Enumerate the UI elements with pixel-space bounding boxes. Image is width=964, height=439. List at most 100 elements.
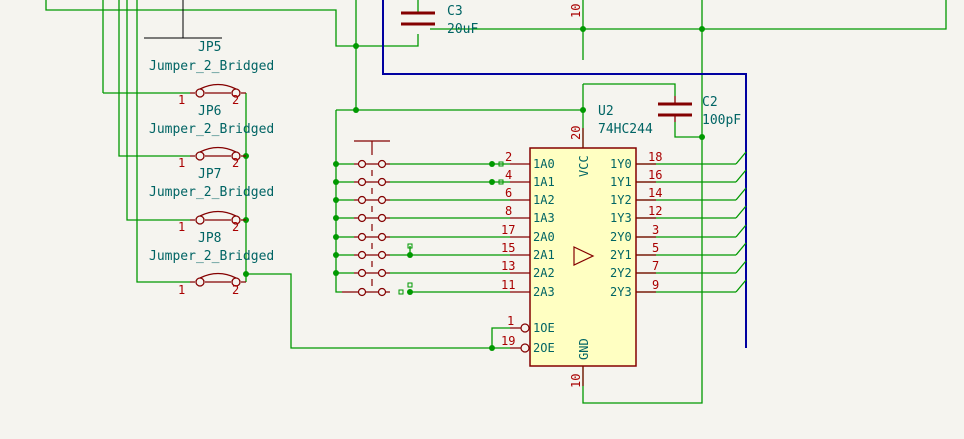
header-pin [377, 250, 387, 260]
header-pin [357, 287, 367, 297]
pin-name: 2Y1 [610, 248, 632, 262]
pin-number: 1 [507, 314, 514, 328]
junction-dot [580, 107, 586, 113]
junction-dot [333, 252, 339, 258]
bus [382, 0, 747, 348]
pin-number: 11 [501, 278, 515, 292]
pin-name: 2Y3 [610, 285, 632, 299]
header-pin [357, 195, 367, 205]
jumper-block-rows [342, 163, 390, 293]
c3-plates [401, 11, 435, 26]
wire [118, 0, 190, 157]
inversion-bubble [520, 323, 530, 333]
header-pin [377, 232, 387, 242]
ic-u2: U2 74HC244 20 VCC 10 GND 10 2 4 6 8 [501, 4, 662, 388]
wire [491, 327, 510, 348]
pin-name: 2A1 [533, 248, 555, 262]
jumper-pad [195, 151, 205, 161]
pin-name: 1A1 [533, 175, 555, 189]
header-pin [377, 159, 387, 169]
header-pin [357, 268, 367, 278]
jumper-jp7: 1 2 JP7 Jumper_2_Bridged [149, 146, 274, 200]
jp7-pin1: 1 [178, 156, 185, 170]
wire [356, 34, 419, 47]
jp5-ref: JP5 [198, 40, 221, 55]
junction-dot [333, 234, 339, 240]
junction-dot [699, 26, 705, 32]
junction-dot [489, 179, 495, 185]
header-pin [377, 287, 387, 297]
jp7-ref: JP7 [198, 167, 221, 182]
u2-left-pin-numbers: 2 4 6 8 17 15 13 11 [501, 150, 515, 292]
pin-number: 2 [505, 150, 512, 164]
bus-entry [735, 242, 747, 256]
pin-name: 2A2 [533, 266, 555, 280]
bus-entries [735, 151, 747, 293]
junction-dot [243, 271, 249, 277]
pin-number: 5 [652, 241, 659, 255]
c3-ref: C3 [447, 4, 463, 19]
bus-entry [735, 187, 747, 201]
u2-value: 74HC244 [598, 122, 653, 137]
jumper-unlabeled: 1 2 [178, 272, 246, 297]
wire [45, 0, 356, 47]
u2-body [529, 147, 637, 367]
jp6-pin1: 1 [178, 93, 185, 107]
header-pin [377, 213, 387, 223]
pin-name: 1A0 [533, 157, 555, 171]
header-pin [357, 232, 367, 242]
jp6-ref: JP6 [198, 104, 221, 119]
u2-oe-pins: 1 19 1OE 2OE [501, 314, 555, 355]
jumper-pad [195, 277, 205, 287]
header-pin [377, 268, 387, 278]
jumper-jp6: 1 2 JP6 Jumper_2_Bridged [149, 83, 274, 137]
jp7-value: Jumper_2_Bridged [149, 185, 274, 200]
jumper-jp5: JP5 Jumper_2_Bridged [144, 0, 274, 74]
junction-dot [699, 134, 705, 140]
junction-dot [407, 252, 413, 258]
gnd-pin-number: 10 [569, 374, 583, 388]
pin-number: 7 [652, 259, 659, 273]
jumper-block [342, 140, 390, 297]
bus-entry [735, 279, 747, 293]
pin-name: 1OE [533, 321, 555, 335]
u2-right-pin-names: 1Y0 1Y1 1Y2 1Y3 2Y0 2Y1 2Y2 2Y3 [610, 157, 632, 299]
stub-marker [407, 243, 413, 249]
pin-number: 12 [648, 204, 662, 218]
pin-line [510, 327, 521, 349]
pin-number: 18 [648, 150, 662, 164]
wire [582, 0, 947, 30]
pin-name: 2OE [533, 341, 555, 355]
pin-name: 1Y2 [610, 193, 632, 207]
jumper-arc [199, 210, 237, 217]
pin-number: 8 [505, 204, 512, 218]
wire-stub-markers [398, 161, 504, 295]
jp-last-pin2: 2 [232, 283, 239, 297]
junction-dot [489, 161, 495, 167]
jumper-pad [195, 215, 205, 225]
c3-value: 20uF [447, 22, 478, 37]
junction-dot [353, 43, 359, 49]
pin-number: 9 [652, 278, 659, 292]
jp8-pin1: 1 [178, 220, 185, 234]
pin-name: 1Y3 [610, 211, 632, 225]
header-pin [357, 250, 367, 260]
pin-number: 4 [505, 168, 512, 182]
pin-number: 6 [505, 186, 512, 200]
bus-entry [735, 169, 747, 183]
gnd-pin-name: GND [577, 338, 591, 360]
u2-right-pins [636, 163, 656, 293]
stub-marker [407, 282, 413, 288]
junction-dot [333, 179, 339, 185]
jp-last-pin1: 1 [178, 283, 185, 297]
stub-marker [498, 161, 504, 167]
pin-name: 1A3 [533, 211, 555, 225]
pin-name: 2Y2 [610, 266, 632, 280]
bus-entry [735, 205, 747, 219]
pin-number: 19 [501, 334, 515, 348]
buffer-symbol [573, 246, 595, 266]
pin-number: 13 [501, 259, 515, 273]
u2-ref: U2 [598, 104, 614, 119]
pin-number: 15 [501, 241, 515, 255]
bus-entry [735, 224, 747, 238]
